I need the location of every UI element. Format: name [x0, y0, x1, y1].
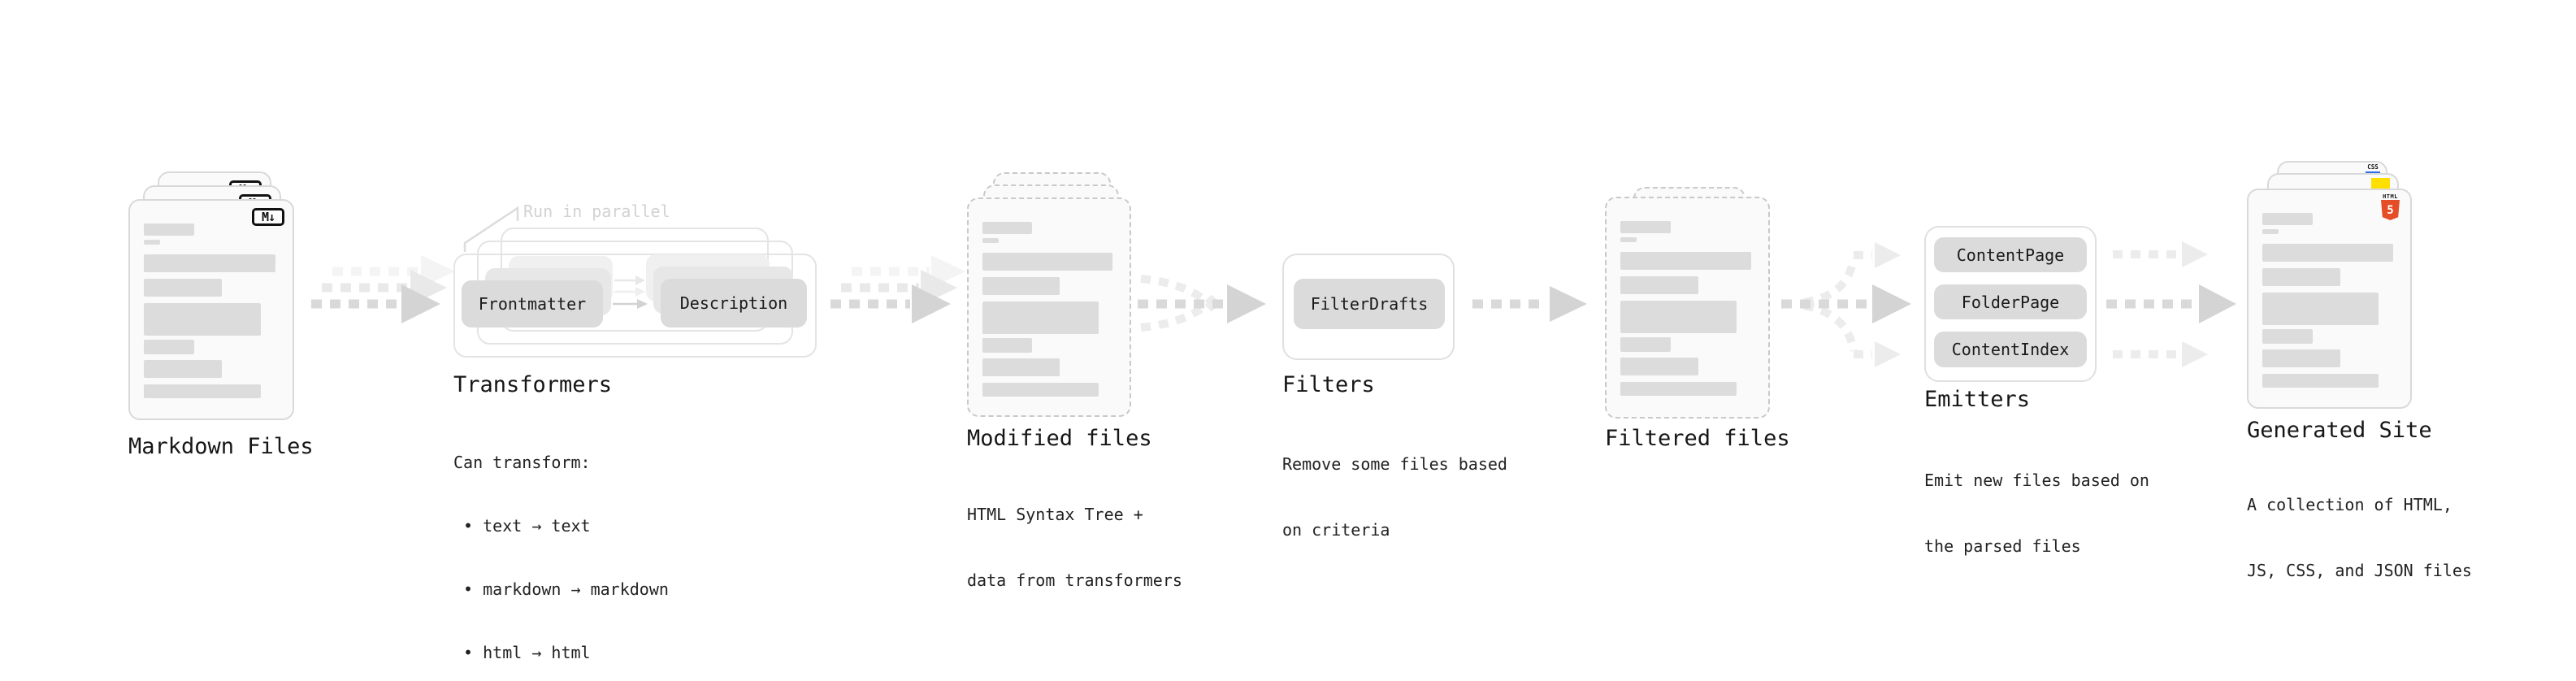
modified-files-label: Modified files: [967, 426, 1152, 451]
emitter-box-folderpage: FolderPage: [1934, 284, 2087, 319]
html5-icon-shield: 5: [2381, 200, 2400, 220]
transformers-desc-line: • html → html: [453, 643, 591, 662]
emitters-desc-line: the parsed files: [1924, 536, 2081, 556]
arrow-filtered-to-emitters: [1781, 242, 1911, 367]
filtered-files-label: Filtered files: [1605, 426, 1790, 451]
markdown-files-label: Markdown Files: [128, 434, 314, 459]
emitter-box-contentindex: ContentIndex: [1934, 332, 2087, 367]
markdown-icon: M↓: [252, 208, 284, 226]
generated-desc-line: JS, CSS, and JSON files: [2247, 561, 2472, 580]
filters-desc-line: Remove some files based: [1282, 454, 1507, 474]
filter-box-filterdrafts: FilterDrafts: [1294, 279, 1445, 329]
transformer-box-frontmatter: Frontmatter: [462, 280, 603, 327]
css-icon-label: CSS: [2367, 163, 2379, 171]
filters-label: Filters: [1282, 372, 1375, 397]
generated-site-label: Generated Site: [2247, 418, 2432, 443]
arrow-frontmatter-to-description: [613, 275, 648, 309]
generated-doc-html: HTML 5: [2247, 189, 2412, 409]
arrow-filters-to-filtered: [1472, 286, 1587, 322]
doc-line-placeholders: [1607, 198, 1768, 396]
transformers-label: Transformers: [453, 372, 613, 397]
doc-line-placeholders: [2249, 190, 2410, 388]
filters-desc-line: on criteria: [1282, 520, 1390, 540]
js-icon: [2371, 178, 2390, 190]
transformers-desc-line: • markdown → markdown: [453, 579, 669, 599]
modified-files-description: HTML Syntax Tree + data from transformer…: [967, 460, 1182, 635]
generated-site-description: A collection of HTML, JS, CSS, and JSON …: [2247, 450, 2472, 626]
transformers-desc-line: Can transform:: [453, 453, 591, 472]
emitter-box-contentpage: ContentPage: [1934, 237, 2087, 272]
emitters-label: Emitters: [1924, 387, 2031, 412]
filters-description: Remove some files based on criteria: [1282, 410, 1507, 585]
transformers-description: Can transform: • text → text • markdown …: [453, 410, 669, 681]
generated-desc-line: A collection of HTML,: [2247, 495, 2452, 514]
arrow-emitters-to-generated: [2106, 241, 2236, 367]
transformer-box-description: Description: [661, 279, 807, 327]
transformers-desc-line: • text → text: [453, 516, 591, 536]
emitters-desc-line: Emit new files based on: [1924, 471, 2149, 490]
run-in-parallel-note: Run in parallel: [523, 202, 670, 221]
html5-icon-word: HTML: [2383, 193, 2398, 200]
run-in-parallel-leader-line: [463, 206, 519, 252]
filtered-file-doc: [1605, 197, 1770, 419]
html5-icon: HTML 5: [2381, 193, 2400, 220]
modified-desc-line: data from transformers: [967, 570, 1182, 590]
markdown-file-doc: M↓: [128, 199, 294, 420]
modified-file-doc: [967, 197, 1131, 417]
arrow-modified-to-filters: [1138, 275, 1266, 332]
modified-desc-line: HTML Syntax Tree +: [967, 505, 1143, 524]
arrow-transformers-to-modified: [830, 255, 965, 323]
emitters-description: Emit new files based on the parsed files: [1924, 426, 2149, 601]
arrow-markdown-to-transformers: [311, 255, 455, 323]
doc-line-placeholders: [130, 201, 293, 398]
doc-line-placeholders: [969, 199, 1130, 397]
transformer-container: [453, 254, 817, 358]
